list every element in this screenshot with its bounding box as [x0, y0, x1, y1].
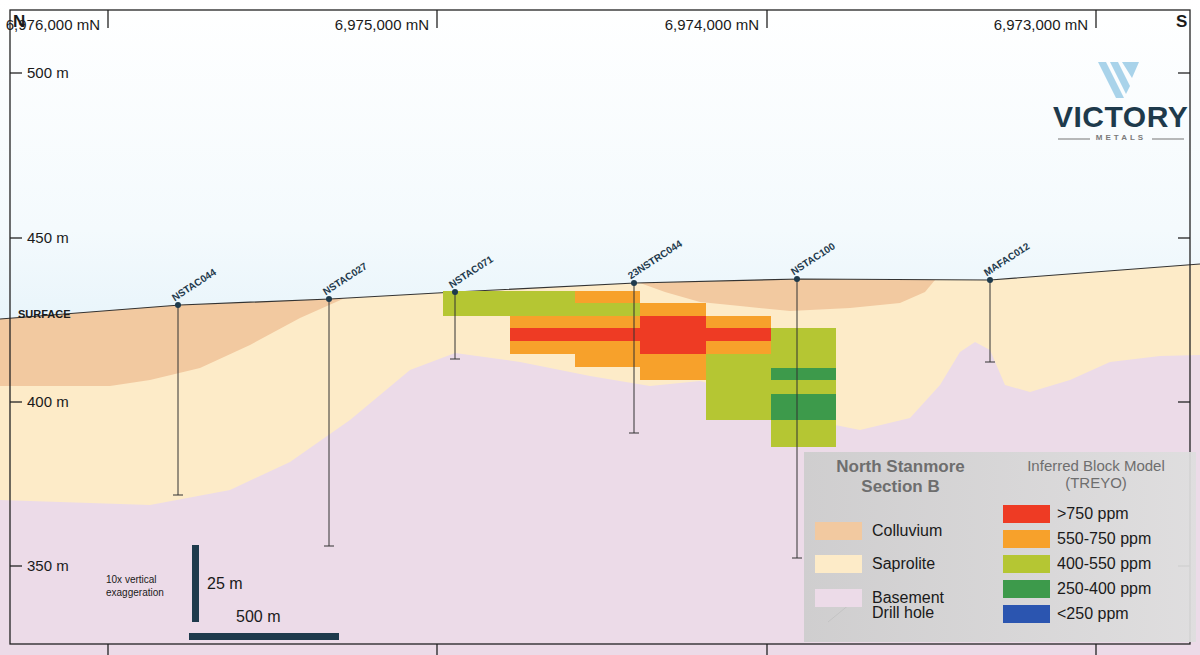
colluvium: [0, 298, 345, 386]
legend-label: 550-750 ppm: [1057, 530, 1151, 548]
legend-label: Colluvium: [872, 522, 942, 540]
legend-swatch: [1003, 530, 1050, 548]
logo-mark: [1098, 62, 1139, 98]
scale-note: 10x vertical exaggeration: [106, 574, 188, 599]
logo-wordmark: VICTORY: [1053, 100, 1188, 135]
compass-label: S: [1176, 12, 1187, 32]
scale-label: 500 m: [236, 608, 280, 626]
legend-swatch: [815, 555, 862, 573]
legend-label: Basement: [872, 589, 944, 607]
elevation-label: 500 m: [27, 64, 69, 81]
elevation-label: 400 m: [27, 393, 69, 410]
elevation-label: 450 m: [27, 229, 69, 246]
legend-swatch: [1003, 505, 1050, 523]
collar-dots: [175, 276, 993, 308]
legend-title: North Stanmore Section B: [808, 457, 993, 496]
legend-swatch: [815, 522, 862, 540]
elevation-label: 350 m: [27, 557, 69, 574]
northing-label: 6,974,000 mN: [665, 16, 759, 33]
legend-label: >750 ppm: [1057, 505, 1129, 523]
legend-label: 400-550 ppm: [1057, 555, 1151, 573]
legend-label: Drill hole: [872, 604, 934, 622]
legend-label: Saprolite: [872, 555, 935, 573]
legend-swatch: [1003, 555, 1050, 573]
basement: [0, 342, 1200, 655]
northing-label: 6,973,000 mN: [994, 16, 1088, 33]
surface-line: [0, 264, 1200, 319]
saprolite: [0, 264, 1200, 655]
scale-label: 25 m: [207, 575, 243, 593]
frame: [10, 10, 1190, 655]
legend-label: 250-400 ppm: [1057, 580, 1151, 598]
legend-swatch: [1003, 605, 1050, 623]
logo-subtitle: METALS: [1096, 133, 1146, 142]
legend-swatch: [815, 589, 862, 607]
surface-label: SURFACE: [18, 308, 71, 321]
legend-swatch: [1003, 580, 1050, 598]
northing-label: 6,975,000 mN: [335, 16, 429, 33]
scale-bars: [189, 545, 339, 640]
block-model: [443, 291, 836, 447]
northing-label: 6,976,000 mN: [6, 16, 100, 33]
legend-heading: Inferred Block Model (TREYO): [1000, 457, 1192, 492]
legend-label: <250 ppm: [1057, 605, 1129, 623]
